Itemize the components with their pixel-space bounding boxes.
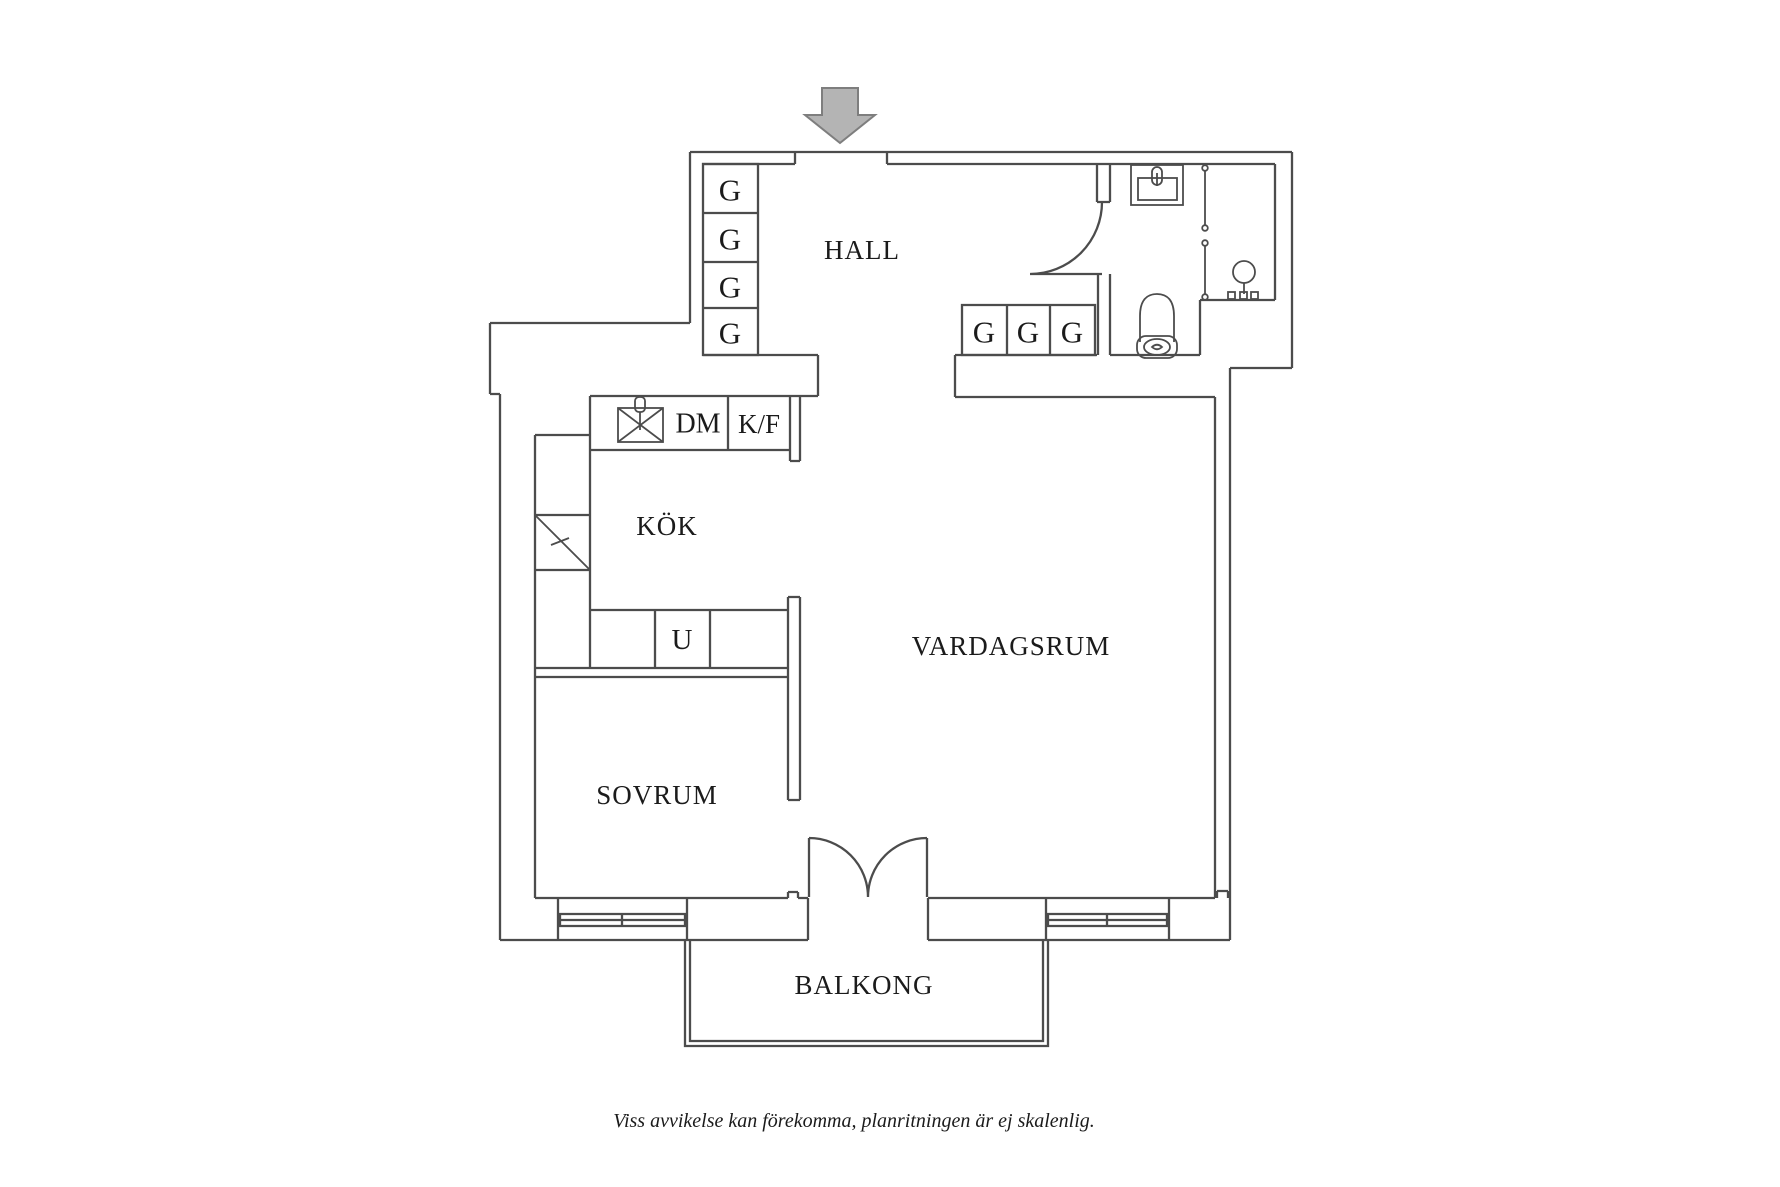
wardrobe-label: G	[1061, 315, 1083, 350]
wardrobe-label: G	[719, 270, 741, 305]
stove-hatch-icon	[534, 514, 591, 571]
room-label-balcony: BALKONG	[795, 970, 934, 1000]
wardrobe-column	[701, 162, 760, 357]
wardrobe-label: G	[719, 222, 741, 257]
toilet-icon	[1136, 293, 1178, 359]
room-label-kitchen: KÖK	[636, 511, 698, 541]
wardrobe-label: G	[973, 315, 995, 350]
entrance-arrow-icon	[802, 87, 878, 145]
wardrobe-row	[960, 303, 1097, 357]
room-label-hall: HALL	[824, 235, 900, 265]
shower-screen-icon	[1201, 164, 1209, 301]
kitchen-fixtures	[534, 396, 664, 571]
dishwasher-label: DM	[675, 409, 720, 440]
walls	[488, 150, 1294, 1048]
bathroom-sink-icon	[1130, 164, 1184, 206]
wardrobe-label: G	[719, 173, 741, 208]
room-label-bedroom: SOVRUM	[596, 780, 718, 810]
room-label-living-room: VARDAGSRUM	[912, 631, 1111, 661]
bathroom-door	[1029, 201, 1104, 276]
balcony-outline	[683, 940, 1050, 1048]
balcony-doors	[807, 836, 929, 898]
wardrobe-label: G	[1017, 315, 1039, 350]
shower-head-icon	[1227, 260, 1259, 300]
bathroom-fixtures	[1130, 164, 1259, 359]
labels: HALL KÖK VARDAGSRUM SOVRUM BALKONG G G G…	[596, 173, 1111, 1133]
living-room-window	[1046, 912, 1169, 928]
bedroom-window	[558, 912, 687, 928]
kitchen-sink-icon	[617, 396, 664, 443]
oven-label: U	[672, 624, 693, 656]
disclaimer-caption: Viss avvikelse kan förekomma, planritnin…	[613, 1110, 1095, 1132]
wardrobe-label: G	[719, 316, 741, 351]
fridge-freezer-label: K/F	[738, 409, 780, 439]
